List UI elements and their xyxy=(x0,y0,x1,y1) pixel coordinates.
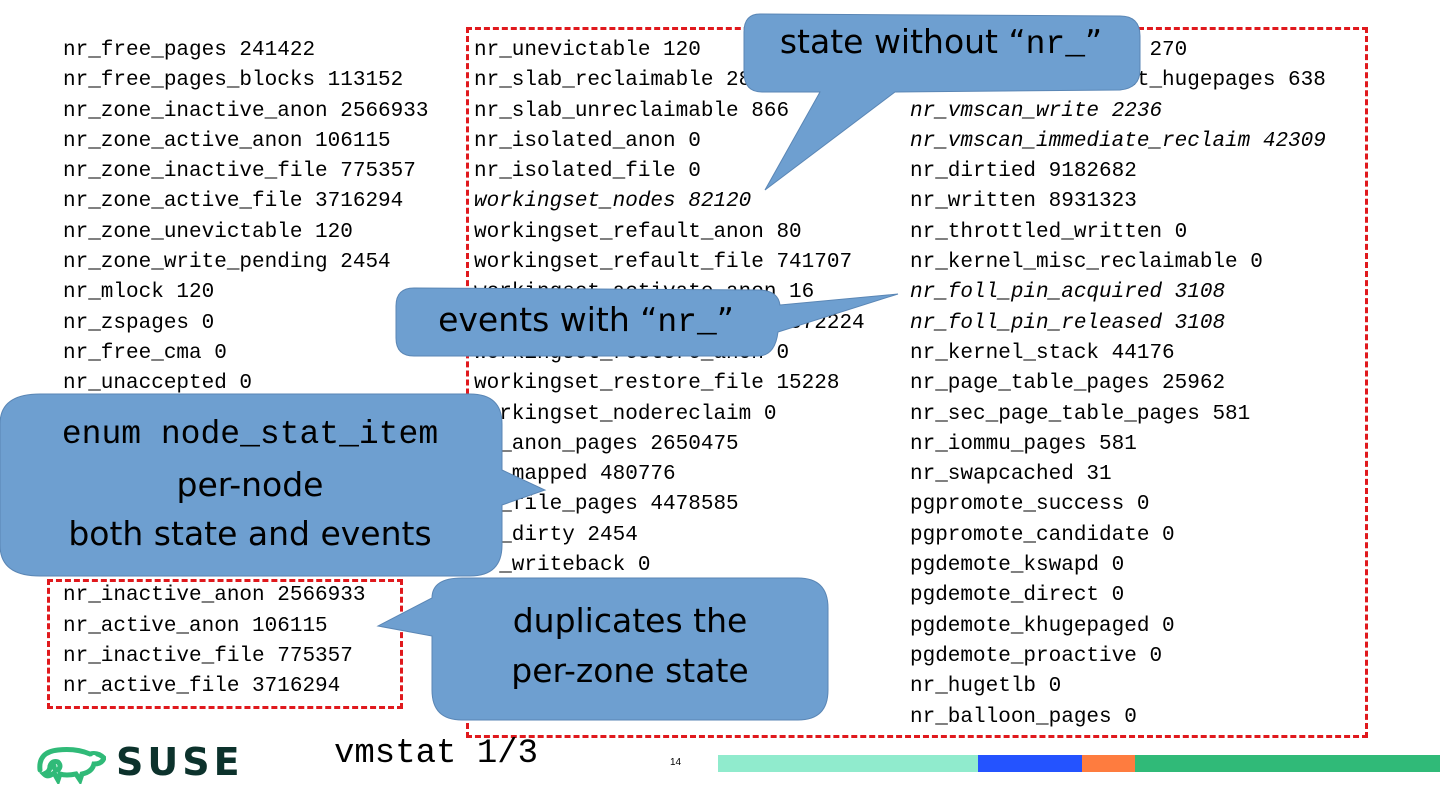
slide-title: vmstat 1/3 xyxy=(334,735,539,773)
stat-line: nr_free_pages_blocks 113152 xyxy=(63,69,404,93)
stat-line: pgdemote_direct 0 xyxy=(910,584,1125,608)
stat-line: nr_slab_unreclaimable 866 xyxy=(474,99,790,123)
stat-line: nr_dirty 2454 xyxy=(474,523,638,547)
stat-line: nr_page_table_pages 25962 xyxy=(910,372,1226,396)
vmstat-column-2: nr_unevictable 120 nr_slab_reclaimable 28… xyxy=(474,36,865,581)
stat-line: nr_zone_active_file 3716294 xyxy=(63,190,404,214)
callout-dup-line2: per-zone state xyxy=(511,650,749,690)
callout-dup-text: duplicates the per-zone state xyxy=(432,596,828,695)
vmstat-column-1: nr_free_pages 241422 nr_free_pages_blocks… xyxy=(63,36,428,703)
stat-line: nr_unaccepted 0 xyxy=(63,372,253,396)
stat-line: workingset_restore_file 15228 xyxy=(474,372,840,396)
stat-line: nr_inactive_file 775357 xyxy=(63,644,353,668)
callout-enum-text: enum node_stat_item per-node both state … xyxy=(0,410,500,559)
stat-line: nr_slab_reclaimable 283 xyxy=(474,69,764,93)
stat-line: pgpromote_success 0 xyxy=(910,493,1150,517)
stat-line: workingset_refault_file 741707 xyxy=(474,251,853,275)
page-number: 14 xyxy=(670,757,682,768)
footer-bar-mint xyxy=(718,755,978,772)
stat-line: nr_free_cma 0 xyxy=(63,341,227,365)
stat-line: nr_balloon_pages 0 xyxy=(910,705,1137,729)
callout-events-text: events with “nr_” xyxy=(438,300,734,341)
stat-line: nr_foll_pin_acquired 3108 xyxy=(910,281,1226,305)
footer-bar-orange xyxy=(1082,755,1135,772)
stat-line: nr_swapcached 31 xyxy=(910,463,1112,487)
stat-line: workingset_nodereclaim 0 xyxy=(474,402,777,426)
callout-state-bubble xyxy=(743,13,1141,191)
stat-line: nr_zone_inactive_file 775357 xyxy=(63,160,416,184)
stat-line: nr_free_pages 241422 xyxy=(63,39,316,62)
duplicate-stats-highlight-box xyxy=(47,579,403,709)
callout-state-text: state without “nr_” xyxy=(779,22,1103,63)
stat-line: nr_vmscan_write 2236 xyxy=(910,99,1163,123)
stat-line: nr_zone_active_anon 106115 xyxy=(63,129,391,153)
stat-line: nr_active_file 3716294 xyxy=(63,675,341,699)
stat-line: nr_zone_write_pending 2454 xyxy=(63,251,391,275)
stat-line: workingset_refault_anon 80 xyxy=(474,220,802,244)
logo-wordmark: SUSE xyxy=(116,740,244,784)
stat-line: nr_sec_page_table_pages 581 xyxy=(910,402,1251,426)
stat-line: nr_mlock 120 xyxy=(63,281,215,305)
stat-line: nr_foll_pin_released 3108 xyxy=(910,311,1226,335)
stat-line: nr_anon_pages 2650475 xyxy=(474,432,739,456)
stat-line: nr_iommu_pages 581 xyxy=(910,432,1137,456)
stat-line: pgdemote_khugepaged 0 xyxy=(910,614,1175,638)
stat-line: nr_unevictable 120 xyxy=(474,39,701,62)
suse-logo: SUSE xyxy=(34,740,244,784)
chameleon-icon xyxy=(37,747,106,784)
stat-line: nr_dirtied 9182682 xyxy=(910,160,1137,184)
stat-line: nr_isolated_anon 0 xyxy=(474,129,701,153)
callout-dup-bubble xyxy=(376,577,829,721)
stat-line: pgpromote_candidate 0 xyxy=(910,523,1175,547)
stat-line: nr_kernel_stack 44176 xyxy=(910,341,1175,365)
stat-line: nr_kernel_misc_reclaimable 0 xyxy=(910,251,1263,275)
stat-line: nr_throttled_written 0 xyxy=(910,220,1188,244)
stat-line: nr_written 8931323 xyxy=(910,190,1137,214)
callout-enum-line1: enum node_stat_item xyxy=(61,416,439,453)
stat-line: nr_vmscan_immediate_reclaim 42309 xyxy=(910,129,1326,153)
callout-dup-line1: duplicates the xyxy=(512,601,748,640)
stat-line: nr_file_pages 4478585 xyxy=(474,493,739,517)
stat-line: pgdemote_kswapd 0 xyxy=(910,554,1125,578)
footer-bar-blue xyxy=(978,755,1082,772)
vmstat-column-3: nr_shmem_pmdmapped 270nr_anon_transparen… xyxy=(910,36,1326,733)
stat-line: nr_hugetlb 0 xyxy=(910,675,1062,699)
stat-line: nr_writeback 0 xyxy=(474,554,651,578)
stat-line: nr_zone_inactive_anon 2566933 xyxy=(63,99,429,123)
callout-enum-line2: per-node xyxy=(176,464,324,504)
callout-events-bubble xyxy=(395,287,899,357)
callout-enum-bubble xyxy=(0,393,547,577)
stat-line: workingset_nodes 82120 xyxy=(474,190,752,214)
callout-enum-line3: both state and events xyxy=(68,514,432,553)
stat-line: nr_isolated_file 0 xyxy=(474,160,701,184)
stat-line: pgdemote_proactive 0 xyxy=(910,644,1163,668)
footer-bar-green xyxy=(1135,755,1440,772)
stat-line: nr_active_anon 106115 xyxy=(63,614,328,638)
stat-line: nr_zspages 0 xyxy=(63,311,215,335)
stat-line: nr_inactive_anon 2566933 xyxy=(63,584,366,608)
stat-line: nr_zone_unevictable 120 xyxy=(63,220,353,244)
